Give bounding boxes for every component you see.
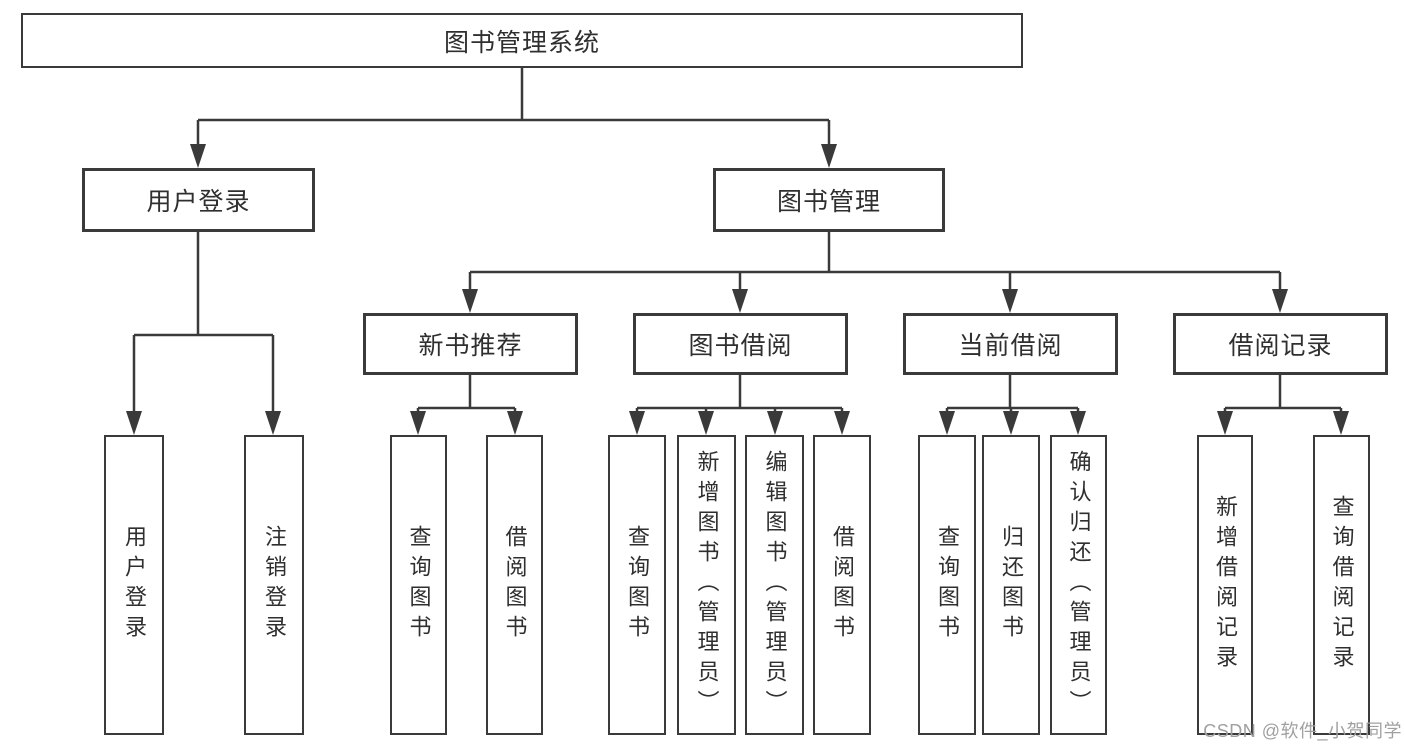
leaf-user-login: 用户登录 [104, 435, 164, 735]
arrow-down-icons [126, 144, 1349, 435]
leaf-add-borrow-record: 新增借阅记录 [1197, 435, 1253, 735]
leaf-query-books-recommend: 查询图书 [390, 435, 447, 735]
node-library-system: 图书管理系统 [21, 13, 1023, 68]
node-new-book-recommend: 新书推荐 [363, 313, 578, 375]
node-book-management: 图书管理 [713, 168, 945, 232]
node-borrow-records: 借阅记录 [1173, 313, 1388, 375]
watermark-text: CSDN @软件_小贺同学 [1203, 721, 1402, 741]
leaf-edit-book-admin: 编辑图书（管理员） [745, 435, 804, 735]
leaf-query-books-current: 查询图书 [918, 435, 976, 735]
leaf-borrow-books-recommend: 借阅图书 [486, 435, 543, 735]
node-user-login: 用户登录 [82, 168, 315, 232]
leaf-query-borrow-record: 查询借阅记录 [1313, 435, 1370, 735]
leaf-borrow-books: 借阅图书 [813, 435, 871, 735]
leaf-return-book: 归还图书 [982, 435, 1040, 735]
leaf-add-book-admin: 新增图书（管理员） [677, 435, 736, 735]
node-current-borrow: 当前借阅 [903, 313, 1118, 375]
leaf-confirm-return-admin: 确认归还（管理员） [1050, 435, 1107, 735]
leaf-logout: 注销登录 [244, 435, 304, 735]
leaf-query-books-borrow: 查询图书 [608, 435, 666, 735]
node-book-borrow: 图书借阅 [633, 313, 848, 375]
